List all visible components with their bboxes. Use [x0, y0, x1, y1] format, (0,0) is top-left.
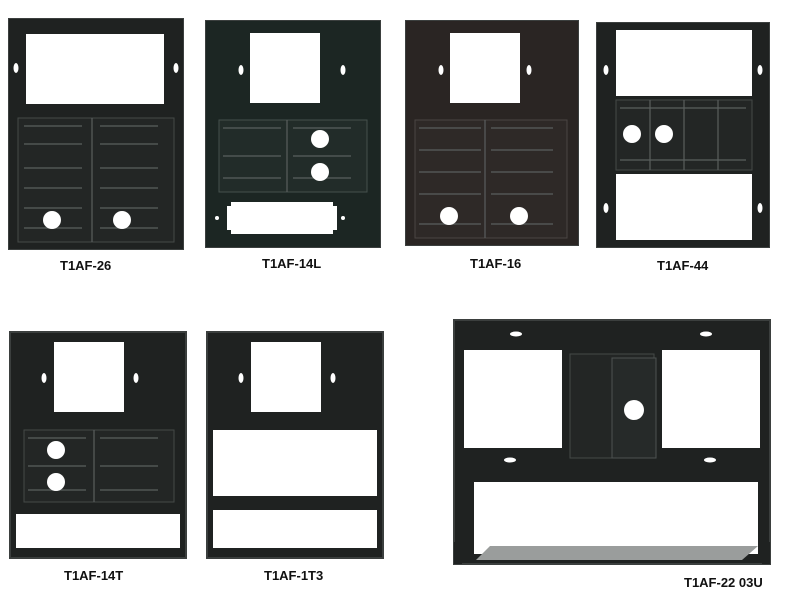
caption-t1af-14t: T1AF-14T: [64, 568, 124, 583]
panel-t1af-16: [405, 20, 579, 246]
panel-t1af-26: [8, 18, 184, 250]
caption-t1af-26: T1AF-26: [60, 258, 112, 273]
panel-t1af-44: [596, 22, 770, 248]
caption-t1af-1t3: T1AF-1T3: [264, 568, 324, 583]
panel-t1af-1t3: [205, 330, 385, 560]
plate-t1af-14t-image: [9, 331, 187, 559]
panel-t1af-22-03u: [450, 318, 774, 568]
caption-t1af-22-03u: T1AF-22 03U: [684, 575, 763, 590]
plate-t1af-44-image: [596, 22, 770, 248]
plate-t1af-1t3-image: [206, 331, 384, 559]
panel-t1af-14t: [8, 330, 188, 560]
caption-t1af-14l: T1AF-14L: [262, 256, 322, 271]
plate-t1af-16-image: [405, 20, 579, 246]
caption-t1af-44: T1AF-44: [657, 258, 709, 273]
caption-t1af-16: T1AF-16: [470, 256, 522, 271]
plate-t1af-14l-image: [205, 20, 381, 248]
plate-t1af-26-image: [8, 18, 184, 250]
plate-t1af-22-03u-image: [453, 319, 771, 565]
panel-t1af-14l: [205, 20, 381, 248]
